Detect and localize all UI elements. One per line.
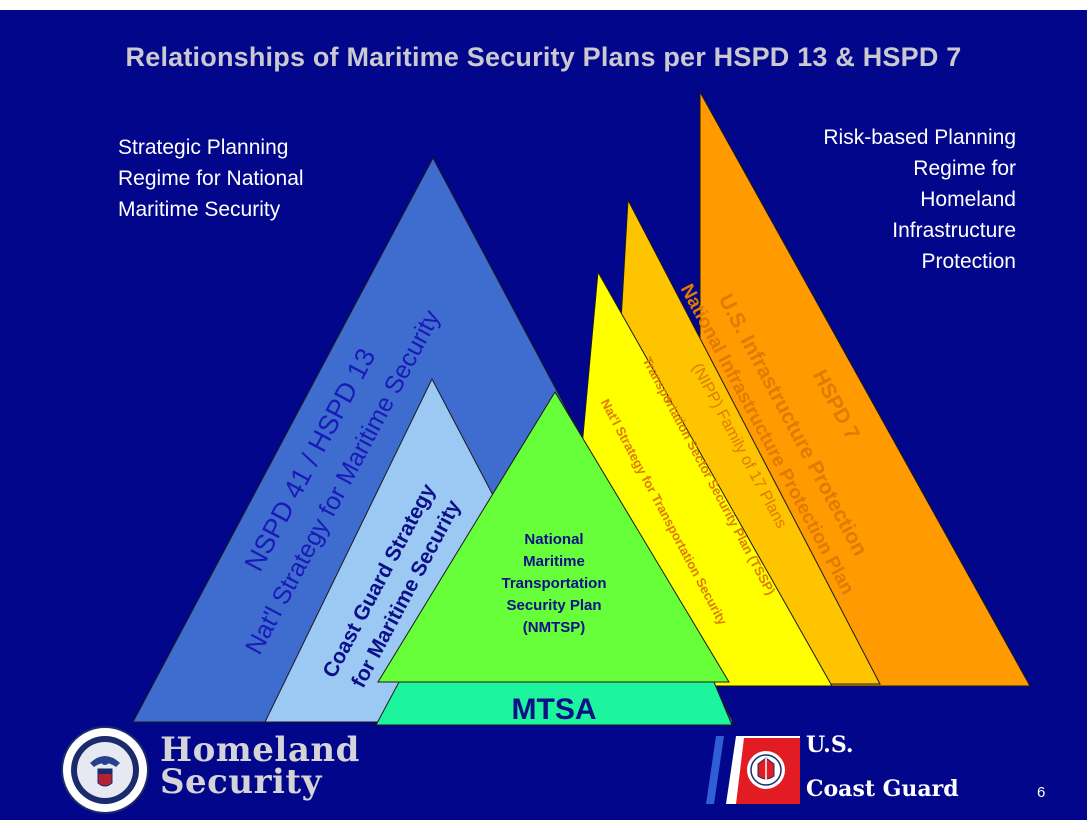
mtsa-label: MTSA xyxy=(512,693,597,726)
uscg-wordmark-line2: Coast Guard xyxy=(806,776,959,802)
nmtsp-label-line: (NMTSP) xyxy=(523,619,586,636)
uscg-wordmark: U.S. Coast Guard xyxy=(806,732,959,802)
top-white-strip xyxy=(0,0,1087,10)
risk-regime-line: Infrastructure xyxy=(892,219,1016,242)
risk-regime-line: Risk-based Planning xyxy=(823,126,1016,149)
strategic-regime-line: Regime for National xyxy=(118,167,304,190)
dhs-wordmark-line1: Homeland xyxy=(160,730,360,770)
uscg-wordmark-line1: U.S. xyxy=(806,732,854,758)
dhs-wordmark: Homeland Security xyxy=(160,730,360,802)
nmtsp-label-line: Maritime xyxy=(523,553,585,570)
dhs-seal-icon xyxy=(61,726,149,814)
nmtsp-label-line: Transportation xyxy=(501,575,606,592)
uscg-racing-stripe-icon xyxy=(706,736,800,804)
strategic-regime-line: Maritime Security xyxy=(118,198,281,221)
risk-regime-line: Homeland xyxy=(920,188,1016,211)
dhs-wordmark-line2: Security xyxy=(160,762,322,802)
risk-regime-line: Regime for xyxy=(913,157,1016,180)
strategic-regime-label: Strategic Planning Regime for National M… xyxy=(118,132,378,225)
risk-regime-label: Risk-based Planning Regime for Homeland … xyxy=(740,122,1016,277)
mtsa-band xyxy=(375,681,733,726)
page-number: 6 xyxy=(1037,784,1046,801)
nmtsp-label-line: Security Plan xyxy=(506,597,601,614)
risk-regime-line: Protection xyxy=(921,250,1016,273)
strategic-regime-line: Strategic Planning xyxy=(118,136,289,159)
slide-title: Relationships of Maritime Security Plans… xyxy=(125,42,962,72)
nmtsp-label-line: National xyxy=(524,531,583,548)
